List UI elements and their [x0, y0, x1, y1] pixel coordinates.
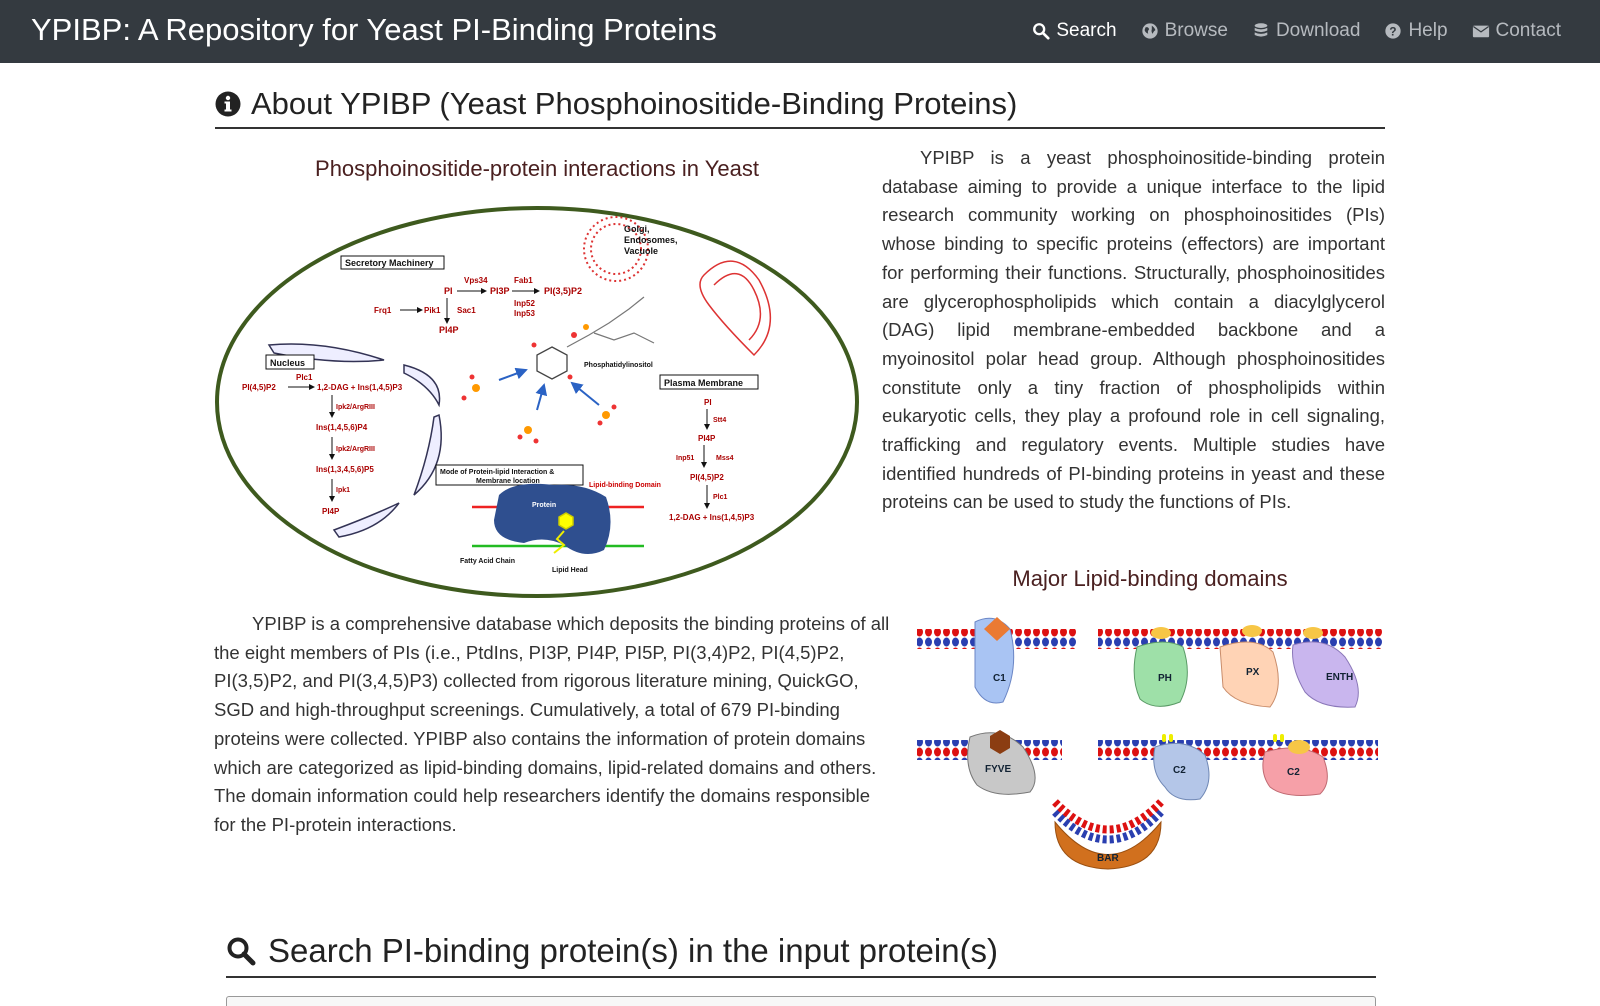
top-navbar: YPIBP: A Repository for Yeast PI-Binding… — [0, 0, 1600, 63]
domain-px-label: PX — [1246, 667, 1260, 678]
detail-paragraph: YPIBP is a comprehensive database which … — [214, 613, 890, 835]
mode-label-1: Mode of Protein-lipid Interaction & — [440, 469, 554, 476]
search-icon — [227, 937, 256, 965]
lipid-binding-domain-label: Lipid-binding Domain — [589, 482, 661, 489]
pi-interaction-diagram: Golgi, Endosomes, Vacuole Secretory Mach… — [215, 206, 859, 598]
nuc-dag-label: 1,2-DAG + Ins(1,4,5)P3 — [317, 383, 403, 392]
lipid-head-label: Lipid Head — [552, 567, 588, 574]
domain-c2-label-2: C2 — [1287, 767, 1300, 778]
search-panel — [226, 996, 1376, 1006]
figure-title: Phosphoinositide-protein interactions in… — [315, 156, 759, 181]
nav-search[interactable]: Search — [1032, 20, 1117, 42]
sec-pi-label: PI — [444, 286, 453, 296]
intro-paragraph: YPIBP is a yeast phosphoinositide-bindin… — [882, 147, 1385, 513]
domain-c2-label-1: C2 — [1173, 765, 1186, 776]
domain-bar-label: BAR — [1097, 853, 1119, 864]
nav-browse[interactable]: Browse — [1141, 20, 1228, 42]
stt4-label: Stt4 — [713, 417, 726, 424]
question-icon: ? — [1385, 23, 1402, 39]
golgi-label-2: Endosomes, — [624, 235, 678, 245]
sac1-label: Sac1 — [457, 306, 476, 315]
mss4-label: Mss4 — [716, 455, 734, 462]
domains-title: Major Lipid-binding domains — [1012, 566, 1288, 591]
pm-plc1-label: Plc1 — [713, 494, 728, 501]
domain-c1-label: C1 — [993, 673, 1006, 684]
about-heading-text: About YPIBP (Yeast Phosphoinositide-Bind… — [251, 85, 1018, 121]
sec-pi35p2-label: PI(3,5)P2 — [544, 286, 582, 296]
info-circle-icon — [215, 91, 241, 116]
protein-label: Protein — [532, 502, 556, 509]
frq1-label: Frq1 — [374, 306, 392, 315]
sec-pi3p-label: PI3P — [490, 286, 510, 296]
nuc-pi45p2-label: PI(4,5)P2 — [242, 383, 276, 392]
nuc-plc1-label: Plc1 — [296, 373, 313, 382]
golgi-label-1: Golgi, — [624, 224, 650, 234]
mode-label-2: Membrane location — [476, 478, 540, 485]
ip5-label: Ins(1,3,4,5,6)P5 — [316, 465, 374, 474]
domain-ph-label: PH — [1158, 673, 1172, 684]
svg-text:?: ? — [1390, 26, 1397, 39]
pm-dag-label: 1,2-DAG + Ins(1,4,5)P3 — [669, 513, 755, 522]
search-heading-text: Search PI-binding protein(s) in the inpu… — [268, 931, 999, 969]
globe-icon — [1141, 23, 1158, 39]
database-icon — [1254, 23, 1268, 37]
nav-download[interactable]: Download — [1252, 20, 1361, 42]
nucleus-label: Nucleus — [270, 358, 305, 368]
sec-pi4p-label: PI4P — [439, 325, 459, 335]
ipk2-label-2: Ipk2/ArgRIII — [336, 446, 375, 453]
ipk1-label: Ipk1 — [336, 487, 350, 494]
domain-fyve-label: FYVE — [985, 764, 1011, 775]
domain-enth-label: ENTH — [1326, 672, 1353, 683]
inp51-label: Inp51 — [676, 455, 694, 462]
secretory-label: Secretory Machinery — [345, 258, 434, 268]
search-heading: Search PI-binding protein(s) in the inpu… — [226, 925, 1376, 978]
pm-pi-label: PI — [704, 398, 712, 407]
vps34-label: Vps34 — [464, 276, 488, 285]
inp52-label: Inp52 — [514, 299, 535, 308]
envelope-icon — [1472, 25, 1489, 38]
pm-pi4p-label: PI4P — [698, 434, 716, 443]
search-icon — [1033, 23, 1050, 40]
nav-menu: Search Browse Download ? Help Contact — [1032, 20, 1561, 42]
inp53-label: Inp53 — [514, 309, 535, 318]
pik1-label: Pik1 — [424, 306, 441, 315]
about-heading: About YPIBP (Yeast Phosphoinositide-Bind… — [215, 80, 1385, 129]
phosphatidylinositol-label: Phosphatidylinositol — [584, 362, 653, 369]
golgi-label-3: Vacuole — [624, 246, 658, 256]
pm-pi45p2-label: PI(4,5)P2 — [690, 473, 724, 482]
nav-search-label: Search — [1056, 20, 1117, 41]
nav-browse-label: Browse — [1164, 20, 1228, 41]
plasma-membrane-label: Plasma Membrane — [664, 378, 743, 388]
fab1-label: Fab1 — [514, 276, 533, 285]
fatty-acid-label: Fatty Acid Chain — [460, 558, 515, 565]
nav-download-label: Download — [1275, 20, 1361, 41]
nuc-pi4p-label: PI4P — [322, 507, 340, 516]
nav-help[interactable]: ? Help — [1384, 20, 1448, 42]
nav-help-label: Help — [1408, 20, 1448, 41]
site-brand[interactable]: YPIBP: A Repository for Yeast PI-Binding… — [31, 12, 717, 47]
ip4-label: Ins(1,4,5,6)P4 — [316, 423, 368, 432]
nav-contact[interactable]: Contact — [1472, 20, 1561, 42]
ipk2-label-1: Ipk2/ArgRIII — [336, 404, 375, 411]
nav-contact-label: Contact — [1495, 20, 1561, 41]
lipid-binding-domains-figure: C1 PH PX ENTH FYVE C2 C2 BAR — [917, 617, 1383, 870]
